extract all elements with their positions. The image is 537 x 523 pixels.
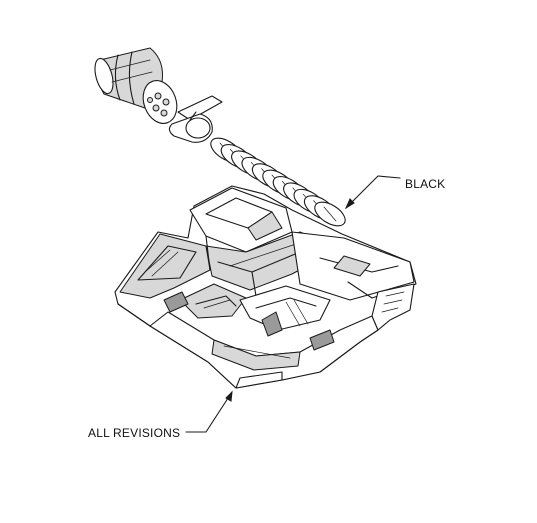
callout-label-all-revisions: ALL REVISIONS (88, 426, 181, 440)
callout-label-black: BLACK (405, 177, 446, 191)
connector-housing (114, 185, 417, 389)
coil-spring (210, 137, 346, 227)
leader-all-revisions (185, 390, 233, 433)
spring-coil-shade (323, 206, 337, 222)
cylindrical-connector (94, 47, 178, 124)
leader-black (344, 175, 401, 210)
latch-pin (168, 95, 223, 143)
